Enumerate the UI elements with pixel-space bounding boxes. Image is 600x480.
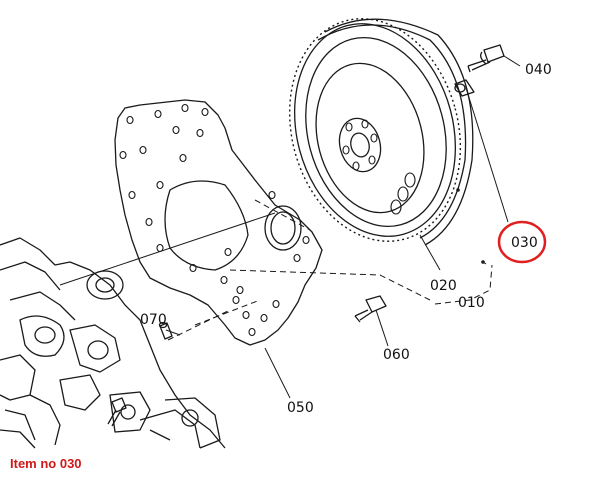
exploded-parts-diagram: 040 030 020 010 070 060 050 — [0, 18, 552, 449]
bolt-040-part — [467, 44, 505, 73]
dowel-pin-030-part — [454, 79, 475, 97]
item-caption: Item no 030 — [10, 456, 82, 471]
label-060: 060 — [383, 347, 410, 363]
starter-bolt-part — [107, 397, 127, 427]
label-020: 020 — [430, 278, 457, 294]
label-050: 050 — [287, 400, 314, 416]
highlight-circle — [497, 220, 547, 264]
label-030: 030 — [511, 235, 538, 251]
assembly-outline — [167, 199, 493, 341]
leader-lines — [165, 55, 521, 399]
bolt-060-part — [354, 295, 387, 323]
label-040: 040 — [525, 62, 552, 78]
pin-070-part — [158, 321, 173, 340]
engine-block — [0, 237, 226, 449]
label-010: 010 — [458, 295, 485, 311]
back-plate-part — [114, 99, 323, 346]
flywheel-part — [288, 18, 474, 246]
label-070: 070 — [140, 312, 167, 328]
